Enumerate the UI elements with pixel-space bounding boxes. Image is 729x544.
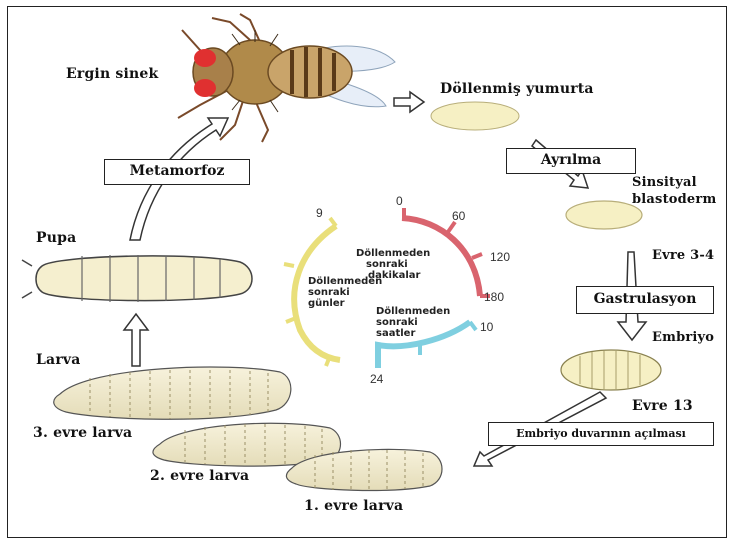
hours-tick-10: 10 — [480, 320, 493, 334]
third-instar-larva-label: 3. evre larva — [33, 425, 132, 441]
fertilized-egg-shape — [431, 102, 519, 130]
hours-caption-line2: sonraki — [376, 317, 450, 328]
embryo-label: Embriyo — [652, 330, 714, 345]
fertilized-egg-label: Döllenmiş yumurta — [440, 81, 594, 97]
pupa-label: Pupa — [36, 230, 76, 246]
second-instar-larva-label: 2. evre larva — [150, 468, 249, 484]
days-caption: Döllenmeden sonraki günler — [308, 276, 382, 309]
stage-3-4-label: Evre 3-4 — [652, 248, 714, 263]
hours-caption: Döllenmeden sonraki saatler — [376, 306, 450, 339]
first-instar-larva-label: 1. evre larva — [304, 498, 403, 514]
days-caption-line1: Döllenmeden — [308, 276, 382, 287]
syncytial-label-line2: blastoderm — [632, 192, 716, 207]
minutes-tick-0: 0 — [396, 194, 403, 208]
third-instar-larva-shape — [54, 367, 291, 419]
days-tick-9: 9 — [316, 206, 323, 220]
minutes-tick-60: 60 — [452, 209, 465, 223]
minutes-tick-120: 120 — [490, 250, 510, 264]
pupa-shape — [22, 255, 252, 302]
syncytial-label-line1: Sinsityal — [632, 175, 697, 190]
days-caption-line2: sonraki — [308, 287, 382, 298]
hours-caption-line3: saatler — [376, 328, 450, 339]
hours-caption-line1: Döllenmeden — [376, 306, 450, 317]
embryo-shape — [561, 350, 661, 390]
minutes-caption-line2: sonraki — [356, 259, 430, 270]
cleavage-box: Ayrılma — [506, 148, 636, 174]
stage-13-label: Evre 13 — [632, 398, 693, 414]
metamorphosis-box: Metamorfoz — [104, 159, 250, 185]
gastrulation-box: Gastrulasyon — [576, 286, 714, 314]
hours-tick-24: 24 — [370, 372, 383, 386]
adult-fly-label: Ergin sinek — [66, 66, 158, 82]
blastoderm-egg-shape — [566, 201, 642, 229]
days-caption-line3: günler — [308, 298, 382, 309]
minutes-tick-180: 180 — [484, 290, 504, 304]
hatching-box: Embriyo duvarının açılması — [488, 422, 714, 446]
arrow-larva-to-pupa — [124, 314, 148, 366]
larva-label: Larva — [36, 352, 81, 368]
minutes-caption-line1: Döllenmeden — [356, 248, 430, 259]
arrow-fly-to-egg — [394, 92, 424, 112]
